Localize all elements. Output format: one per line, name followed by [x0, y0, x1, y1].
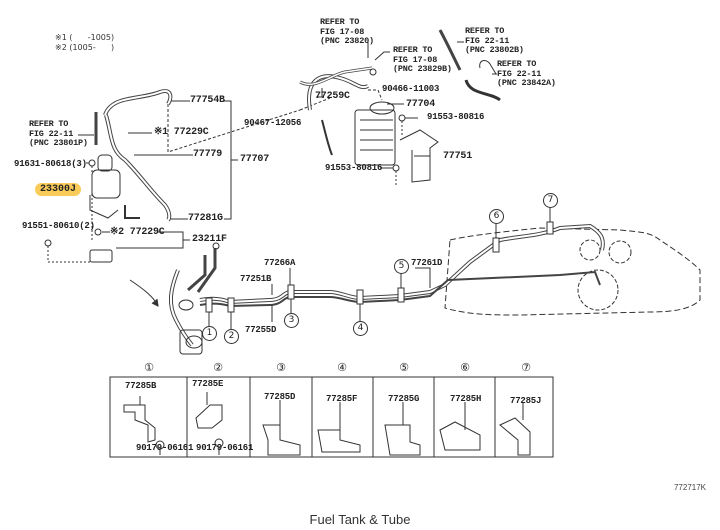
clamp-table-num-7: ⑦ — [521, 361, 531, 374]
leader-77707-bracket — [224, 100, 232, 220]
clamp-table-num-2: ② — [213, 361, 223, 374]
clamp-nut-90179-06161-1[interactable]: 90179-06161 — [136, 443, 194, 453]
note-variant-1: ※1 ( -1005) — [55, 33, 115, 42]
clamp-table-num-5: ⑤ — [399, 361, 409, 374]
clamp-marker-6[interactable]: 6 — [489, 209, 504, 224]
clamp-part-77285G[interactable]: 77285G — [388, 394, 420, 404]
bracket-77751 — [399, 129, 439, 183]
part-label-77281G[interactable]: 77281G — [188, 213, 223, 224]
pump-bracket — [89, 195, 119, 219]
part-label-90467-12056[interactable]: 90467-12056 — [244, 118, 302, 128]
dashed-line — [299, 97, 331, 111]
clamp-marker-3[interactable]: 3 — [284, 313, 299, 328]
clamp-table-num-3: ③ — [276, 361, 286, 374]
part-label-23211F[interactable]: 23211F — [192, 234, 227, 245]
clamp-marker-2[interactable]: 2 — [224, 329, 239, 344]
part-label-77707[interactable]: 77707 — [240, 154, 270, 165]
part-label-77259C[interactable]: 77259C — [315, 91, 350, 102]
figure-id: 772717K — [673, 483, 706, 492]
canister-77704 — [354, 109, 396, 166]
arrow-indicator — [129, 279, 159, 306]
clamp-part-77285J[interactable]: 77285J — [510, 396, 542, 406]
part-label-77704[interactable]: 77704 — [406, 99, 436, 110]
part-label-77229C-2[interactable]: ※2 77229C — [110, 227, 165, 238]
clamp-table-num-1: ① — [144, 361, 154, 374]
part-label-77266A[interactable]: 77266A — [264, 258, 296, 268]
part-label-90466-11003[interactable]: 90466-11003 — [382, 84, 440, 94]
reference-23802B[interactable]: REFER TO FIG 22-11 (PNC 23802B) — [465, 26, 524, 55]
clamp-part-77285H[interactable]: 77285H — [450, 394, 482, 404]
clamp-table-frame — [109, 376, 554, 458]
part-label-77251B[interactable]: 77251B — [240, 274, 272, 284]
part-label-77229C-1[interactable]: ※1 77229C — [154, 127, 209, 138]
part-label-77751[interactable]: 77751 — [443, 151, 473, 162]
clamp-marker-1[interactable]: 1 — [202, 326, 217, 341]
part-label-77261D[interactable]: 77261D — [411, 258, 443, 268]
clamp-marker-7[interactable]: 7 — [543, 193, 558, 208]
part-label-91631-80618[interactable]: 91631-80618(3) — [14, 159, 87, 169]
clamp-nut-90179-06161-2[interactable]: 90179-06161 — [196, 443, 254, 453]
reference-23829B[interactable]: REFER TO FIG 17-08 (PNC 23829B) — [393, 45, 452, 74]
reference-23842A[interactable]: REFER TO FIG 22-11 (PNC 23842A) — [497, 59, 556, 88]
reference-23820[interactable]: REFER TO FIG 17-08 (PNC 23820) — [320, 17, 374, 46]
hose-77779-inner — [105, 114, 171, 221]
part-label-91551-80610[interactable]: 91551-80610(2) — [22, 221, 95, 231]
hose-77754B-inner — [104, 90, 172, 116]
dashed-line — [167, 104, 301, 153]
page-title: Fuel Tank & Tube — [309, 512, 411, 527]
clamp-part-77285E[interactable]: 77285E — [192, 379, 224, 389]
part-label-77779[interactable]: 77779 — [193, 149, 223, 160]
reference-23801P[interactable]: REFER TO FIG 22-11 (PNC 23801P) — [29, 119, 88, 148]
note-variant-2: ※2 (1005- ) — [55, 43, 115, 52]
clamp-part-77285D[interactable]: 77285D — [264, 392, 296, 402]
clamp-table-num-6: ⑥ — [460, 361, 470, 374]
part-label-77754B[interactable]: 77754B — [190, 95, 225, 106]
clamp-part-77285B[interactable]: 77285B — [125, 381, 157, 391]
clamp-part-77285F[interactable]: 77285F — [326, 394, 358, 404]
part-label-77255D[interactable]: 77255D — [245, 325, 277, 335]
pump-top — [97, 154, 113, 172]
fuel-tank-outline — [444, 227, 701, 316]
highlighted-part-23300J[interactable]: 23300J — [35, 183, 82, 196]
clamp-marker-5[interactable]: 5 — [394, 259, 409, 274]
pump-body — [91, 169, 121, 199]
clamp-table-num-4: ④ — [337, 361, 347, 374]
clamp-marker-4[interactable]: 4 — [353, 321, 368, 336]
part-label-91553-80816-b[interactable]: 91553-80816 — [325, 163, 383, 173]
part-label-91553-80816-a[interactable]: 91553-80816 — [427, 112, 485, 122]
